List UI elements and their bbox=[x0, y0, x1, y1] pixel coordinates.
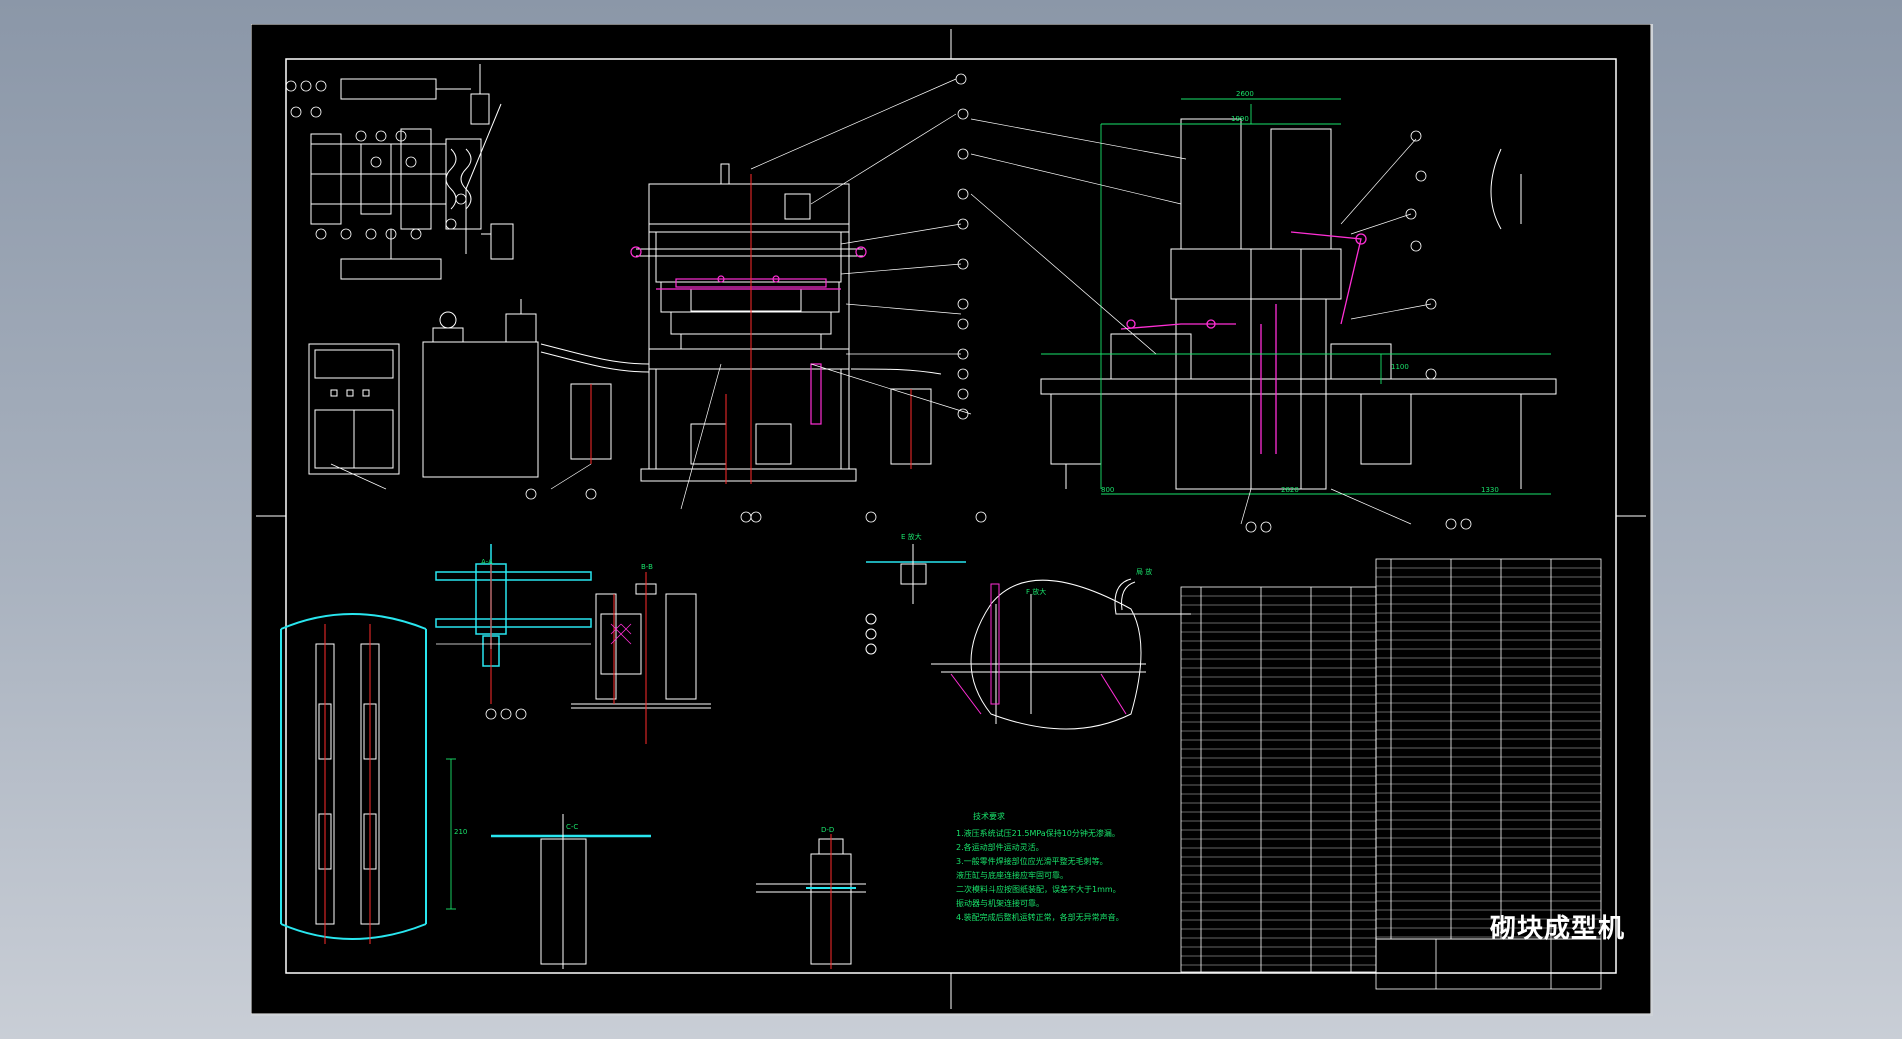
detail-guide-columns bbox=[280, 613, 427, 940]
dimension-label: 2600 bbox=[1236, 90, 1254, 98]
drawing-sheet: 技术要求 1.液压系统试压21.5MPa保持10分钟无渗漏。 2.各运动部件运动… bbox=[251, 24, 1653, 1016]
dimension-label: 210 bbox=[454, 828, 467, 836]
dimension-label: 1100 bbox=[1391, 363, 1409, 371]
dimension-label: 1990 bbox=[1231, 115, 1249, 123]
section-label-b-b: B-B bbox=[641, 563, 653, 571]
tech-req-line: 振动器与机架连接可靠。 bbox=[956, 898, 1044, 908]
tech-req-line: 二次模料斗应按图纸装配，误差不大于1mm。 bbox=[956, 884, 1121, 894]
tech-req-line: 3.一般零件焊接部位应光滑平整无毛刺等。 bbox=[956, 856, 1108, 866]
dimension-label: 2820 bbox=[1281, 486, 1299, 494]
outer-frame bbox=[251, 24, 1651, 1014]
cad-drawing: 技术要求 1.液压系统试压21.5MPa保持10分钟无渗漏。 2.各运动部件运动… bbox=[251, 24, 1651, 1014]
dimension-label: 1330 bbox=[1481, 486, 1499, 494]
tech-req-line: 液压缸与底座连接应牢固可靠。 bbox=[956, 870, 1068, 880]
inner-frame bbox=[285, 58, 1617, 974]
tech-req-line: 4.装配完成后整机运转正常，各部无异常声音。 bbox=[956, 912, 1124, 922]
detail-f bbox=[931, 579, 1146, 730]
section-label-e: E 放大 bbox=[901, 532, 922, 541]
tech-req-title: 技术要求 bbox=[973, 811, 1005, 821]
detail-b-b bbox=[571, 574, 711, 744]
detail-d-d bbox=[756, 838, 866, 965]
section-label-d-d: D-D bbox=[821, 826, 834, 834]
section-label-c-c: C-C bbox=[566, 823, 578, 831]
tech-req-line: 2.各运动部件运动灵活。 bbox=[956, 842, 1044, 852]
title-block: 砌块成型机 bbox=[1400, 904, 1670, 980]
hydraulic-schematic bbox=[310, 64, 514, 280]
section-label-local: 局 放 bbox=[1136, 567, 1152, 576]
tech-req-line: 1.液压系统试压21.5MPa保持10分钟无渗漏。 bbox=[956, 828, 1120, 838]
section-label-f: F 放大 bbox=[1026, 587, 1046, 596]
hydraulic-tank bbox=[422, 299, 539, 478]
detail-a-a bbox=[435, 544, 592, 667]
drawing-title: 砌块成型机 bbox=[1490, 914, 1626, 944]
main-machine-front-view bbox=[636, 163, 863, 482]
detail-hook bbox=[1114, 578, 1191, 615]
section-label-a-a: A-A bbox=[481, 558, 493, 566]
main-machine-side-view bbox=[1040, 118, 1557, 490]
technical-requirements: 技术要求 1.液压系统试压21.5MPa保持10分钟无渗漏。 2.各运动部件运动… bbox=[956, 811, 1124, 922]
dimension-label: 800 bbox=[1101, 486, 1114, 494]
control-cabinet bbox=[308, 343, 400, 475]
